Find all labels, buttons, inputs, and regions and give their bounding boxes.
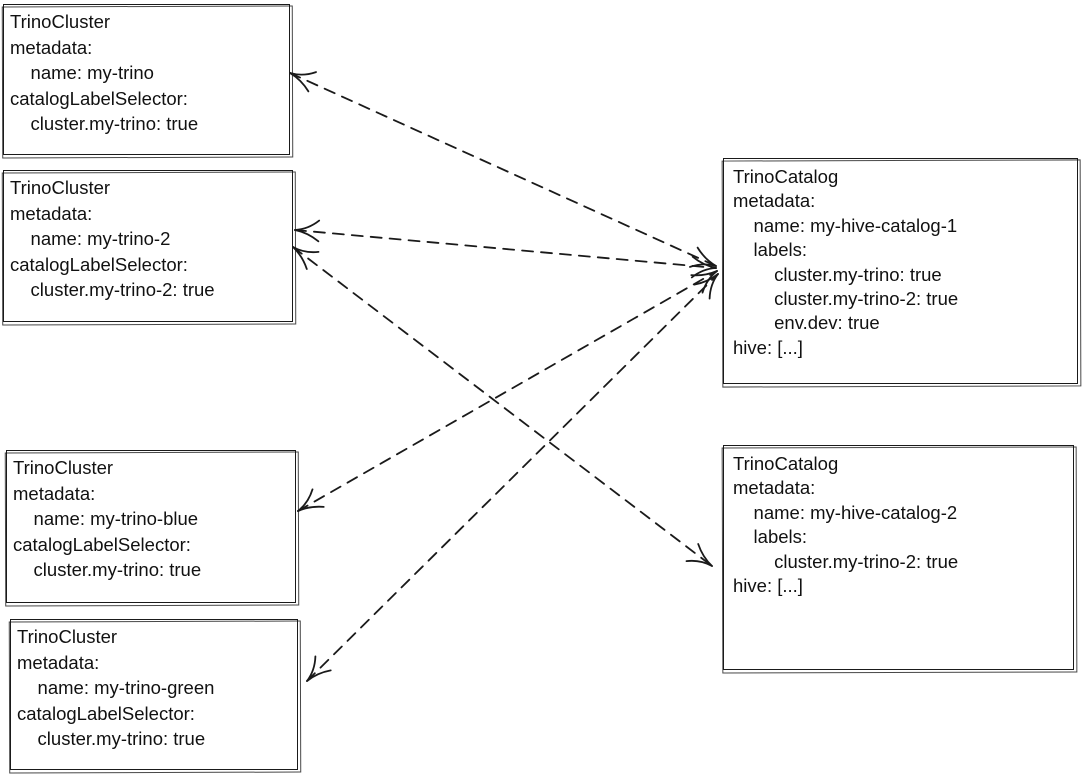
yaml-line: catalogLabelSelector: — [13, 533, 191, 555]
yaml-line: cluster.my-trino: true — [13, 559, 202, 581]
yaml-line: hive: [...] — [733, 336, 803, 358]
connection-stroke — [306, 655, 317, 682]
yaml-line: catalogLabelSelector: — [10, 87, 188, 109]
yaml-line: TrinoCatalog — [733, 166, 839, 187]
yaml-line: TrinoCluster — [10, 11, 111, 32]
yaml-line: metadata: — [10, 202, 93, 224]
yaml-line: cluster.my-trino: true — [10, 113, 199, 135]
connection-stroke — [701, 270, 718, 294]
yaml-line: name: my-trino — [10, 62, 154, 84]
trinocluster-my-trino-2-box: TrinoCluster metadata: name: my-trino-2 … — [3, 170, 293, 322]
yaml-line: env.dev: true — [733, 312, 880, 334]
yaml-line: cluster.my-trino: true — [17, 728, 206, 750]
connection-stroke — [294, 229, 717, 269]
yaml-line: labels: — [733, 239, 808, 261]
connection-stroke — [306, 273, 719, 682]
yaml-line: catalogLabelSelector: — [17, 702, 195, 724]
connection-stroke — [708, 273, 719, 300]
yaml-line: cluster.my-trino-2: true — [733, 550, 959, 572]
yaml-line: TrinoCluster — [17, 626, 118, 647]
yaml-line: name: my-trino-green — [17, 677, 215, 699]
connection-stroke — [294, 229, 320, 243]
yaml-line: metadata: — [733, 477, 816, 499]
yaml-line: name: my-trino-blue — [13, 508, 199, 530]
yaml-line: metadata: — [17, 651, 100, 673]
yaml-line: metadata: — [10, 36, 93, 58]
connection-stroke — [690, 267, 717, 279]
yaml-line: cluster.my-trino-2: true — [10, 279, 215, 301]
yaml-line: name: my-trino-2 — [10, 228, 171, 250]
connection-stroke — [292, 246, 308, 270]
connection-stroke — [690, 270, 718, 277]
connection-stroke — [306, 669, 332, 682]
connection-stroke — [691, 255, 717, 269]
connection-stroke — [292, 246, 713, 567]
yaml-line: name: my-hive-catalog-1 — [733, 214, 958, 236]
connection-stroke — [685, 559, 713, 567]
trinocluster-my-trino-blue-box: TrinoCluster metadata: name: my-trino-bl… — [6, 450, 296, 603]
connection-stroke — [294, 219, 321, 231]
connection-stroke — [697, 543, 713, 567]
yaml-line: catalogLabelSelector: — [10, 253, 188, 275]
yaml-line: cluster.my-trino-2: true — [733, 288, 959, 310]
trinocatalog-my-hive-catalog-1-box: TrinoCatalog metadata: name: my-hive-cat… — [723, 158, 1078, 384]
yaml-line: cluster.my-trino: true — [733, 263, 942, 285]
yaml-line: TrinoCatalog — [733, 453, 839, 474]
connection-stroke — [693, 273, 719, 286]
connection-stroke — [289, 72, 310, 93]
connection-stroke — [696, 246, 717, 267]
yaml-line: name: my-hive-catalog-2 — [733, 501, 958, 523]
trinocluster-my-trino-green-box: TrinoCluster metadata: name: my-trino-gr… — [10, 619, 298, 770]
connection-stroke — [289, 71, 317, 76]
yaml-line: TrinoCluster — [13, 457, 114, 478]
connection-stroke — [689, 263, 717, 268]
connection-stroke — [297, 488, 314, 512]
connection-stroke — [297, 270, 718, 512]
yaml-line: metadata: — [733, 190, 816, 212]
connection-stroke — [297, 505, 325, 512]
yaml-line: metadata: — [13, 482, 96, 504]
trinocatalog-my-hive-catalog-2-box: TrinoCatalog metadata: name: my-hive-cat… — [723, 445, 1074, 670]
yaml-line: TrinoCluster — [10, 177, 111, 198]
yaml-line: hive: [...] — [733, 575, 803, 597]
connection-stroke — [289, 72, 717, 267]
trinocluster-my-trino-box: TrinoCluster metadata: name: my-trino ca… — [3, 4, 290, 155]
yaml-line: labels: — [733, 526, 808, 548]
connection-stroke — [292, 246, 320, 254]
